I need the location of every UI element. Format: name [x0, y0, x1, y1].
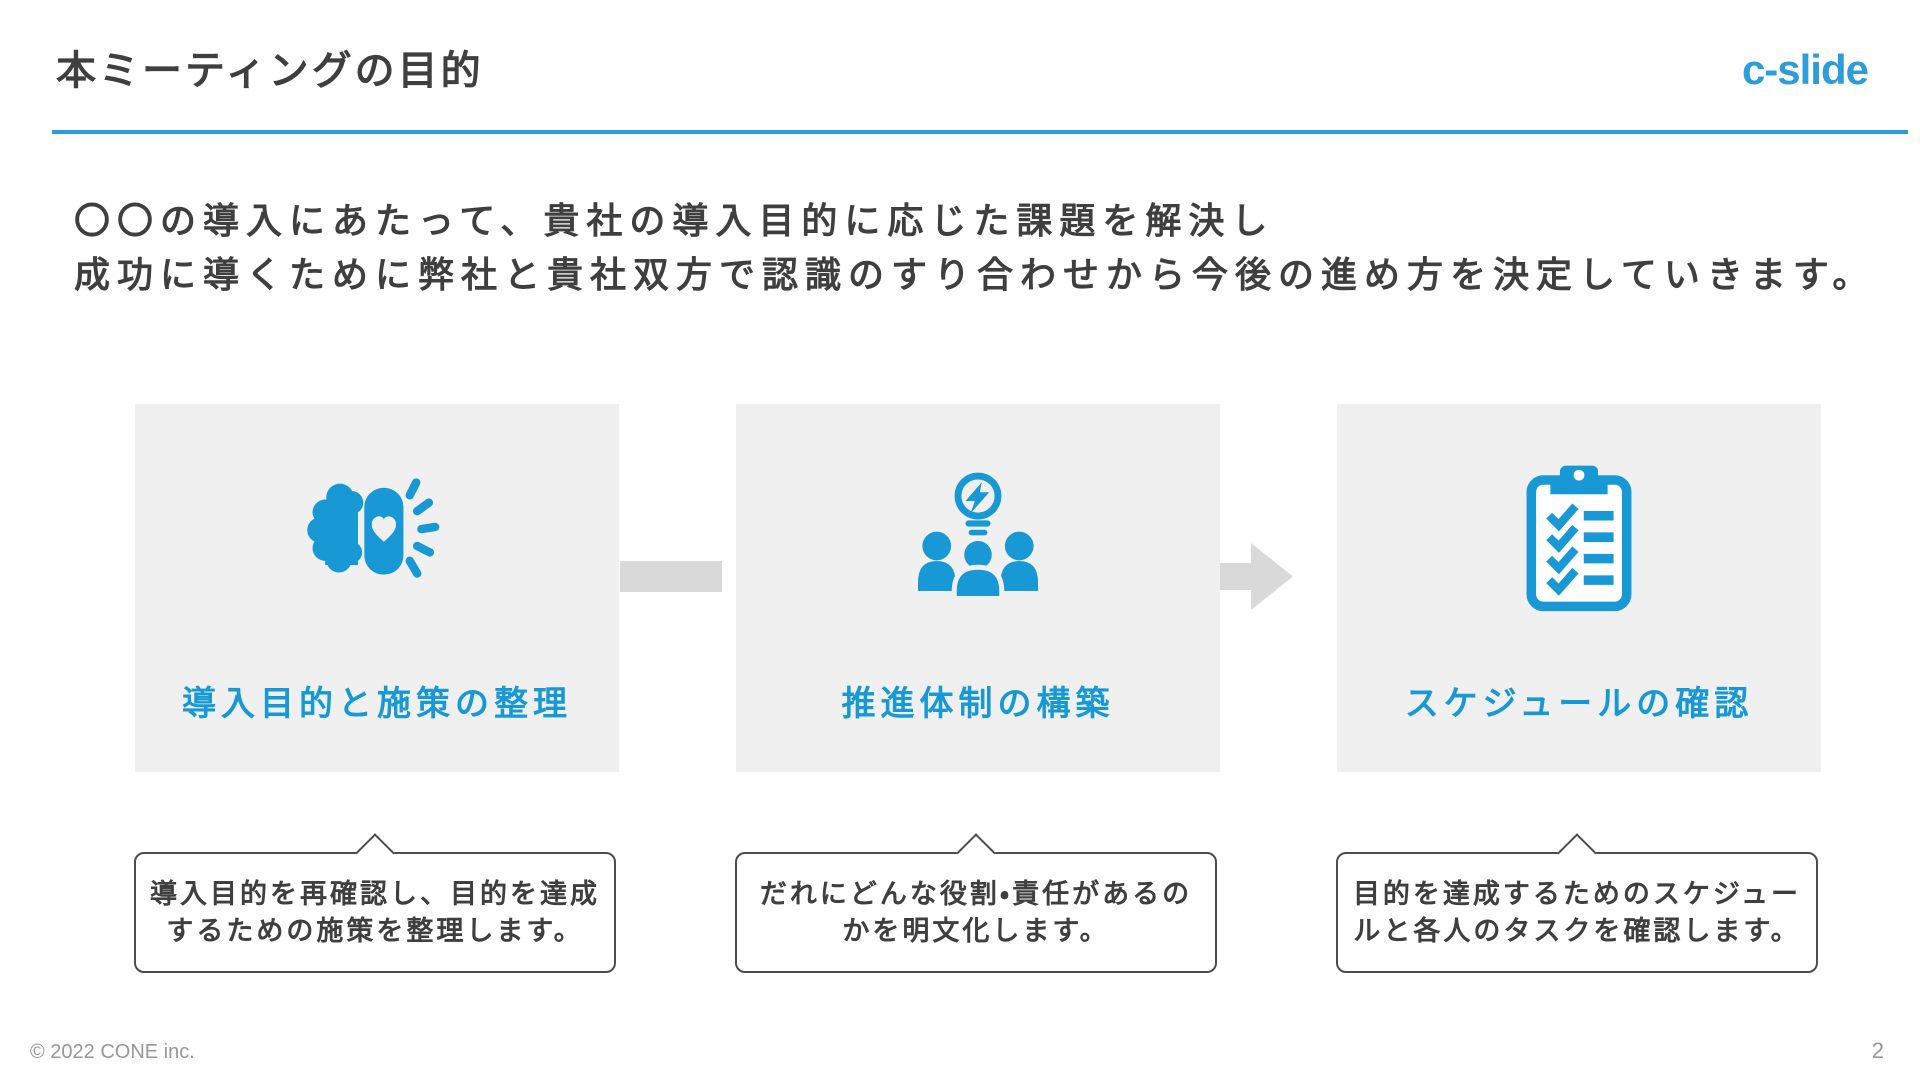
callout-text: だれにどんな役割・責任があるの かを明文化します。 — [737, 854, 1215, 971]
step-label-schedule: スケジュールの確認 — [1404, 685, 1754, 723]
callout-line: かを明文化します。 — [842, 915, 1110, 946]
callout-team: だれにどんな役割・責任があるの かを明文化します。 — [735, 833, 1217, 973]
step-card-schedule: スケジュールの確認 — [1337, 404, 1821, 772]
team-lightbulb-icon — [736, 452, 1220, 620]
page-number: 2 — [1871, 1038, 1884, 1063]
copyright: © 2022 CONE inc. — [30, 1041, 195, 1063]
step-connector-bar — [620, 561, 722, 592]
checklist-clipboard-icon — [1337, 452, 1821, 620]
page-title: 本ミーティングの目的 — [56, 49, 484, 93]
callout-line: だれにどんな役割・責任があるの — [759, 878, 1193, 909]
brain-heart-icon — [135, 452, 619, 620]
intro-line-1: 〇〇の導入にあたって、貴社の導入目的に応じた課題を解決し — [74, 200, 1275, 241]
callout-text: 目的を達成するためのスケジュー ルと各人のタスクを確認します。 — [1338, 854, 1816, 971]
callout-schedule: 目的を達成するためのスケジュー ルと各人のタスクを確認します。 — [1336, 833, 1818, 973]
c-slide-logo: c-slide — [1741, 46, 1869, 93]
step-card-purpose: 導入目的と施策の整理 — [135, 404, 619, 772]
intro-line-2: 成功に導くために弊社と貴社双方で認識のすり合わせから今後の進め方を決定していきま… — [74, 254, 1876, 295]
title-underline — [52, 130, 1908, 134]
callout-purpose: 導入目的を再確認し、目的を達成 するための施策を整理します。 — [134, 833, 616, 973]
step-card-team: 推進体制の構築 — [736, 404, 1220, 772]
callout-line: 目的を達成するためのスケジュー — [1352, 878, 1802, 909]
callout-line: するための施策を整理します。 — [166, 915, 584, 946]
callout-line: 導入目的を再確認し、目的を達成 — [150, 878, 600, 909]
callout-text: 導入目的を再確認し、目的を達成 するための施策を整理します。 — [136, 854, 614, 971]
step-label-purpose: 導入目的と施策の整理 — [182, 685, 572, 723]
arrow-right-icon — [1220, 543, 1293, 610]
callout-line: ルと各人のタスクを確認します。 — [1353, 915, 1801, 946]
intro-text: 〇〇の導入にあたって、貴社の導入目的に応じた課題を解決し 成功に導くために弊社と… — [74, 194, 1875, 302]
step-label-team: 推進体制の構築 — [841, 685, 1115, 723]
